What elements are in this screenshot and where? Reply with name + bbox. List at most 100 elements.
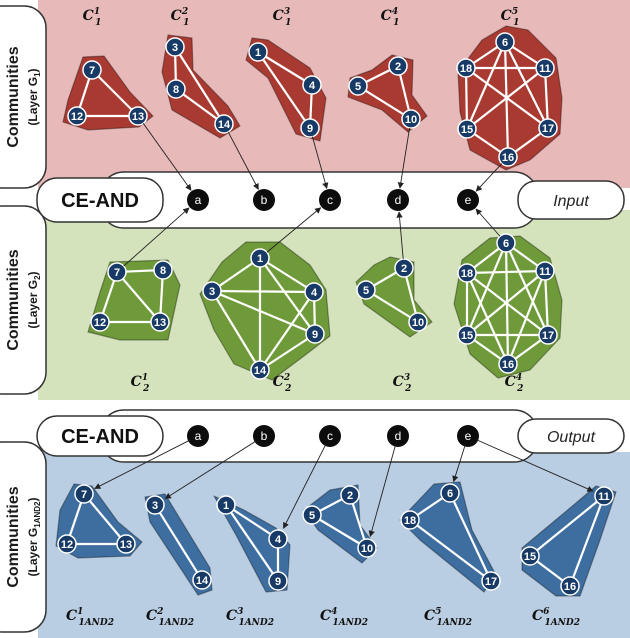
edge [257,51,313,86]
mapping-arrow [475,208,501,237]
band-title-pill [36,177,164,223]
edge [568,495,606,587]
community-label-subscript: 2 [142,384,149,394]
node [304,282,324,302]
letter-node [187,189,209,211]
node [302,505,322,525]
edge [365,289,419,323]
side-label-line2: (Layer G [26,280,40,329]
layer1-community: 149 [245,37,327,142]
community-label-subscript: 1 [95,18,101,28]
mapping-arrow [476,439,594,492]
community-label-superscript: 4 [331,607,337,617]
node [116,534,136,554]
node [57,534,77,554]
mapping-arrow [397,127,411,189]
edge [211,289,315,294]
edge [311,514,368,549]
community-label-subscript: 2 [516,384,523,394]
node-label: 15 [461,330,473,342]
node-label: 12 [71,111,83,123]
edge [259,257,315,293]
community-label-subscript: 2 [284,384,291,394]
node [495,32,515,52]
node-label: 8 [173,84,179,96]
community-label-superscript: 6 [543,607,550,617]
mapping-arrow [142,123,192,191]
edge [466,269,546,275]
community-label-superscript: 1 [77,607,83,617]
letter-node [253,425,275,447]
node [457,119,477,139]
node-label: 13 [120,539,132,551]
letter-node-label: c [327,193,333,207]
community-label-letter: C [131,374,142,390]
edge [529,495,605,557]
mapping-arrow [227,131,259,190]
community-label-superscript: 3 [284,7,290,17]
edge [225,504,279,540]
node-label: 5 [355,81,361,93]
node [192,570,212,590]
node-label: 17 [542,123,554,135]
node [535,58,555,78]
edge [504,242,550,336]
node [107,262,127,282]
community-label-letter: C [171,8,182,24]
node-label: 16 [502,152,514,164]
node [594,486,614,506]
mapping-arrow [396,211,404,260]
node-label: 14 [218,119,231,131]
community-label-subscript: 1AND2 [78,618,114,628]
community-label-letter: C [83,8,94,24]
mapping-arrow [266,207,322,253]
side-label-subscript: 1 [33,72,42,77]
node-label: 9 [275,576,281,588]
band-title: CE-AND [61,190,139,212]
node-label: 6 [502,37,508,49]
node [305,324,325,344]
community-label-letter: C [532,608,543,624]
letter-node-label: b [261,193,268,207]
letter-node [457,189,479,211]
node-label: 1 [223,500,229,512]
edge [504,41,549,129]
side-label-box [0,205,47,395]
node [340,485,360,505]
community-label-letter: C [66,608,77,624]
node [268,571,288,591]
letter-node [387,189,409,211]
letter-node-label: e [465,193,472,207]
node [538,118,558,138]
side-label-subscript: 2 [33,275,42,280]
community-label-subscript: 1 [393,18,399,28]
node [250,248,270,268]
mapping-arrow [123,207,190,267]
side-label: Communities(Layer G1) [5,46,42,147]
node-label: 8 [160,265,166,277]
node-label: 18 [461,268,473,280]
edge [543,67,550,129]
node [408,312,428,332]
letter-node-label: d [395,429,402,443]
community-label-superscript: 3 [237,607,243,617]
edge [465,67,549,129]
letter-node-label: a [195,429,202,443]
community-label-subscript: 1AND2 [158,618,194,628]
edge [543,270,550,336]
community-label-letter: C [501,8,512,24]
side-label-line2: (Layer G [26,77,40,126]
mapping-arrow [475,163,503,192]
